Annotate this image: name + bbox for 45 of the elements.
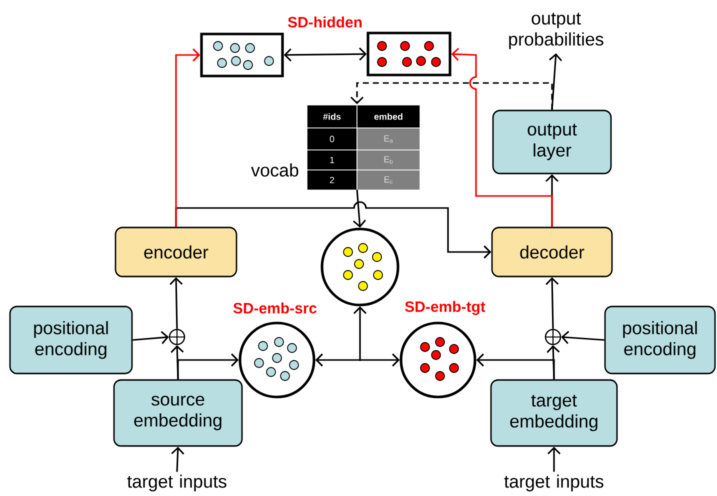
table-cell: 2 (306, 170, 358, 190)
process-box: positional encoding (9, 306, 133, 374)
arrow (315, 353, 400, 367)
process-box: source embedding (113, 379, 243, 447)
table-cell: #ids (306, 104, 358, 128)
arrow (177, 353, 239, 380)
arrow (284, 48, 367, 62)
arrow (350, 82, 553, 110)
vector-box (200, 32, 284, 78)
text-label: output probabilities (509, 12, 604, 50)
sum-symbol (544, 328, 562, 346)
table-cell: 1 (306, 150, 358, 170)
arrow (547, 446, 561, 472)
arrow (561, 330, 604, 344)
table-label: vocab (251, 163, 298, 177)
arrow (170, 277, 183, 329)
group-label: SD-emb-tgt (405, 300, 486, 316)
table-cell: embed (356, 104, 420, 128)
arrow (353, 306, 367, 361)
text-label: target inputs (127, 474, 226, 492)
group-label: SD-emb-src (233, 302, 317, 314)
table-cell: E$_{b}$ (356, 150, 420, 170)
arrow (171, 446, 184, 472)
arrow (352, 190, 366, 228)
arrow (451, 48, 553, 227)
table-cell: 0 (306, 128, 358, 150)
process-box: decoder (491, 226, 613, 278)
arrow (546, 277, 559, 329)
table-cell: E$_{c}$ (356, 170, 420, 190)
arrow (175, 201, 492, 259)
sum-symbol (168, 328, 186, 346)
embedding-circle (400, 322, 476, 398)
process-box: encoder (114, 226, 238, 278)
process-box: target embedding (490, 379, 618, 447)
embedding-circle (320, 228, 400, 306)
text-label: target inputs (504, 474, 604, 492)
table-cell: E$_{a}$ (356, 128, 420, 150)
arrow (132, 331, 169, 344)
vector-box (366, 32, 452, 76)
group-label: SD-hidden (288, 16, 362, 28)
embedding-circle (238, 322, 316, 398)
process-box: output layer (492, 110, 612, 174)
arrow (476, 353, 555, 380)
process-box: positional encoding (604, 306, 716, 374)
arrow (175, 48, 200, 227)
